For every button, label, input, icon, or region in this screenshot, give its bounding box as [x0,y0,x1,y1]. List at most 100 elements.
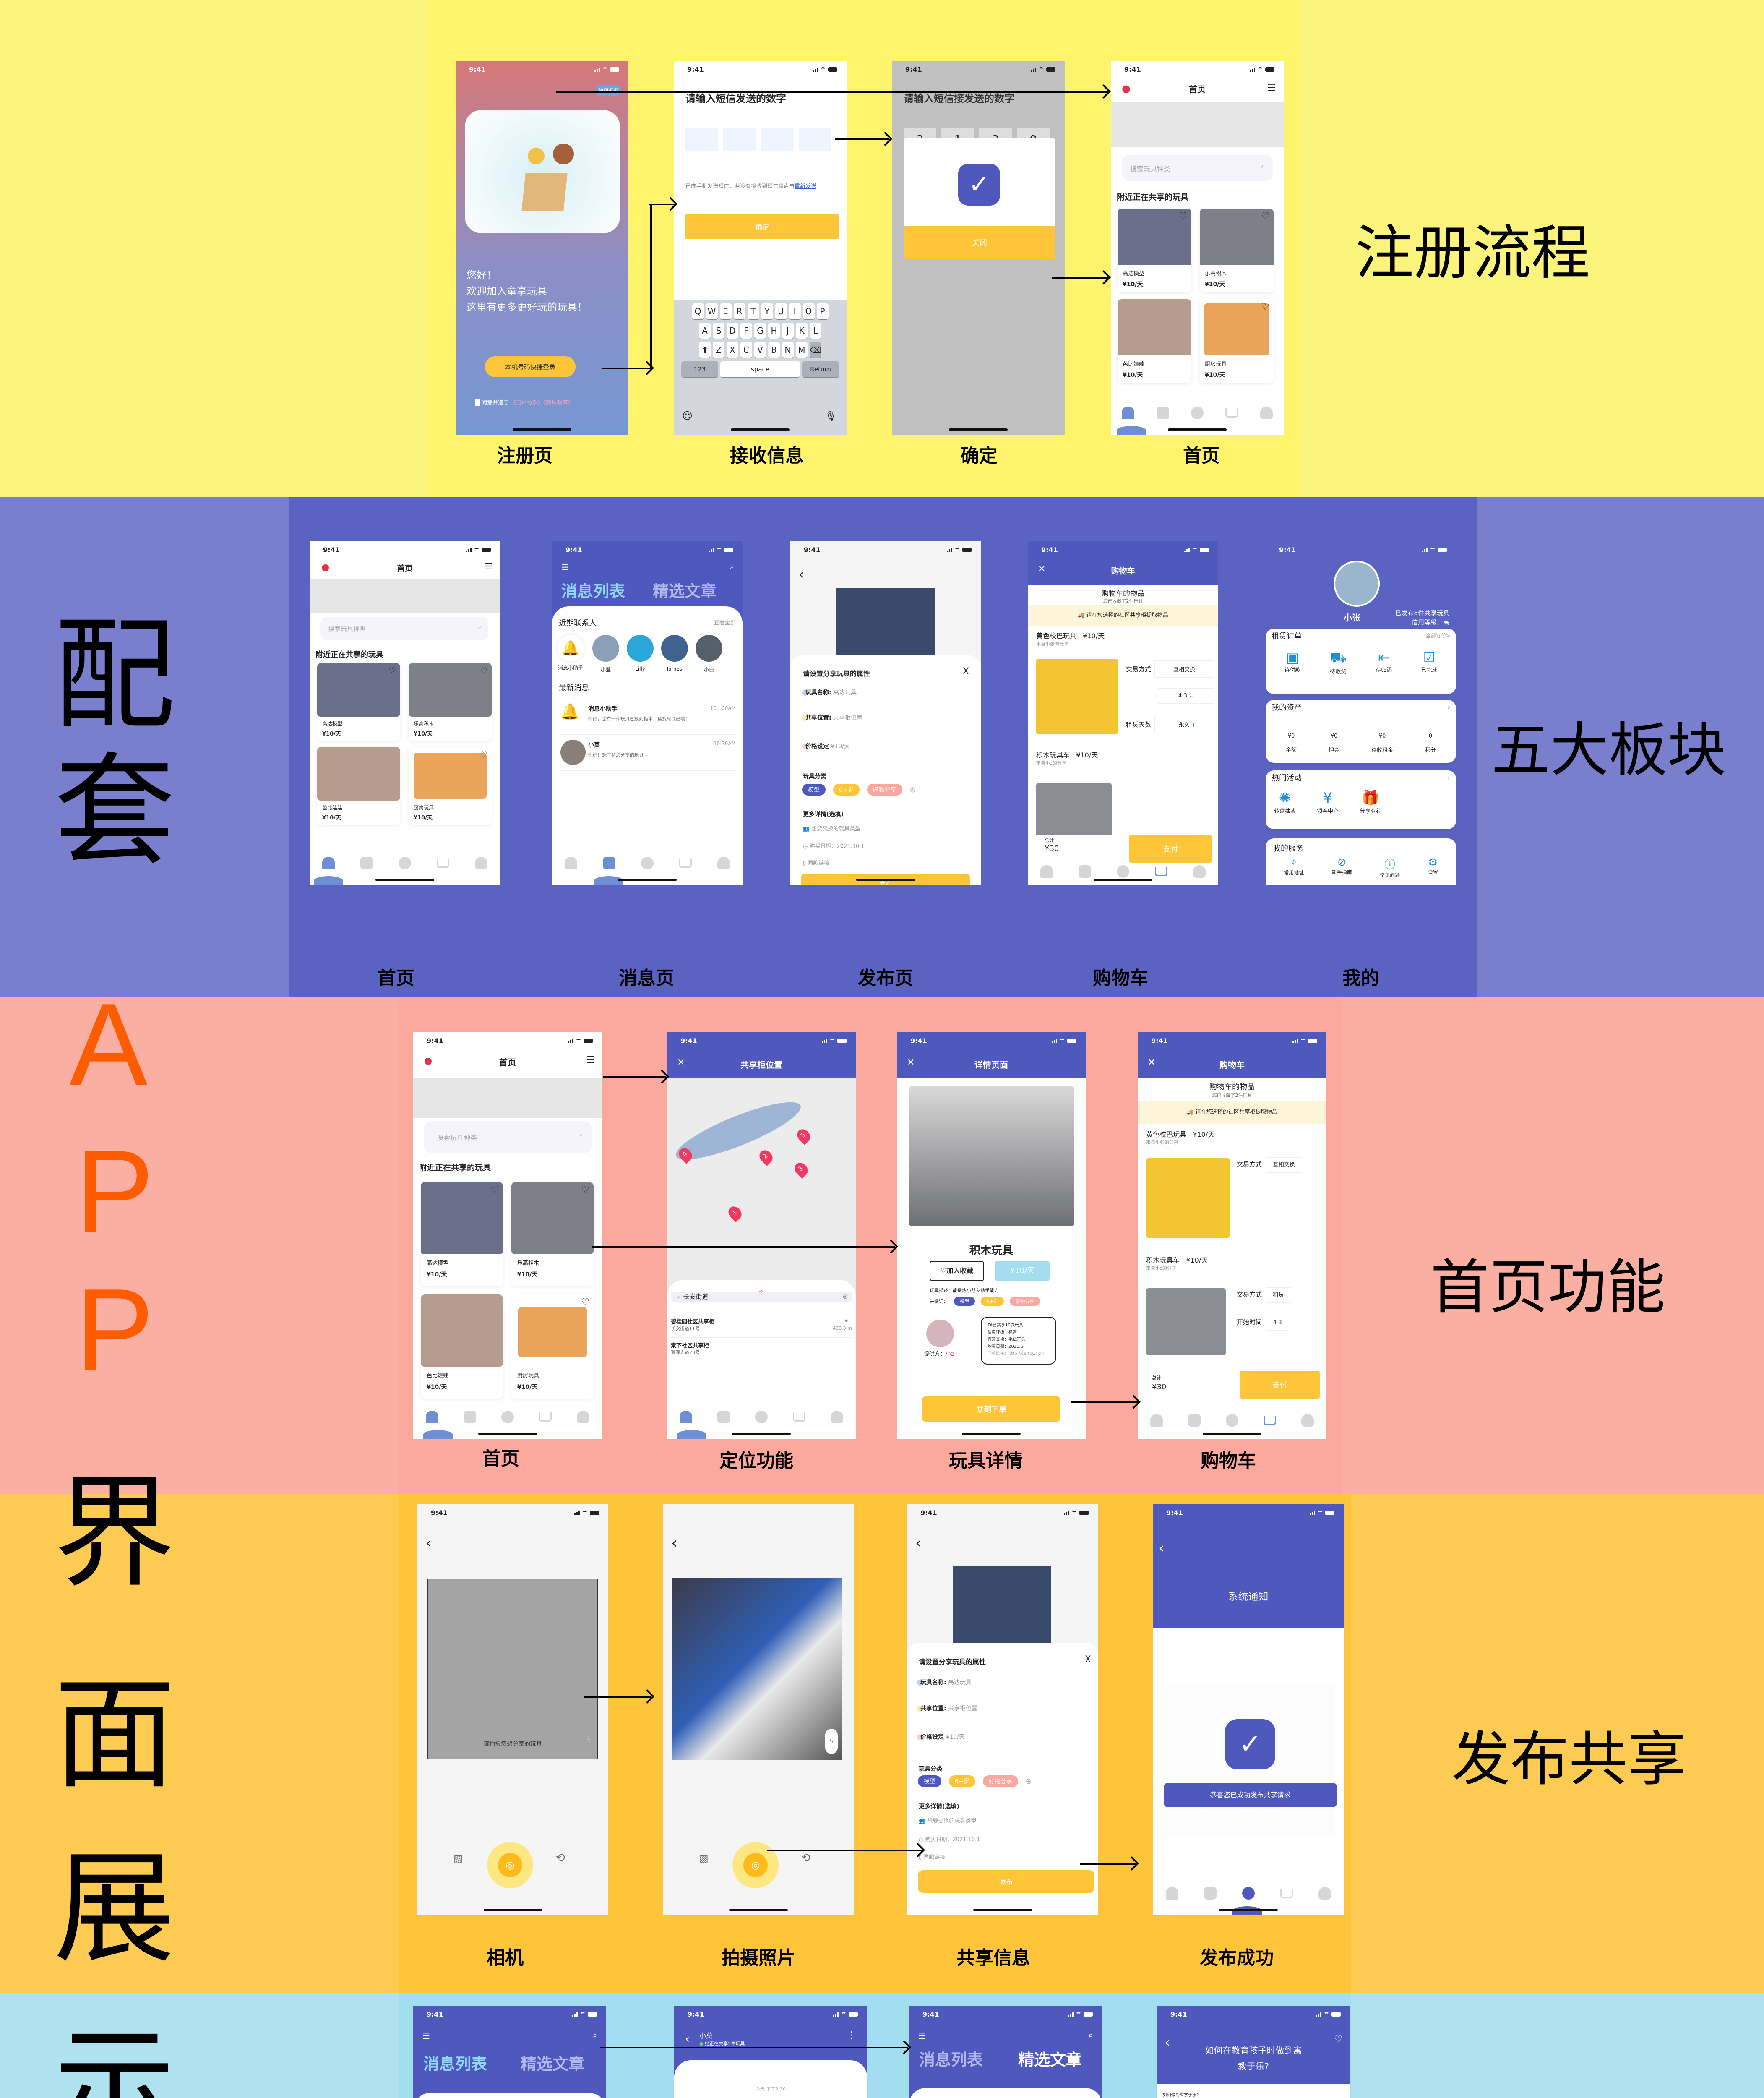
tab-me-icon[interactable] [831,1411,843,1423]
close-icon[interactable]: ✕ [1148,1057,1156,1068]
start-select[interactable]: 开始时间 4-3 [1237,1315,1289,1331]
field-location[interactable]: 共享位置: 共享柜位置 [802,713,862,722]
order-now-button[interactable]: 立刻下单 [922,1396,1060,1422]
tab-publish-icon[interactable] [501,1411,514,1423]
field-name[interactable]: 玩具名称: 高达玩具 [917,1678,972,1686]
close-icon[interactable]: ✕ [677,1057,685,1068]
key[interactable]: B [768,342,780,358]
key[interactable]: P [816,303,829,319]
return-key[interactable]: Return [802,361,839,377]
more-field[interactable]: ▯ 同款链接 [919,1854,946,1861]
menu-icon[interactable]: ☰ [484,561,492,572]
contact[interactable]: 🔔消息小助手 [555,635,586,673]
menu-icon[interactable]: ☰ [918,2031,926,2041]
key[interactable]: Y [761,303,773,319]
tab-cart-icon[interactable] [1154,867,1167,876]
map-preview[interactable] [310,579,500,613]
shift-key[interactable]: ⬆ [698,342,711,358]
toy-card[interactable]: ♡高达模型¥10/天 [421,1182,503,1286]
heart-icon[interactable]: ♡ [581,1185,589,1195]
tab-publish-icon[interactable] [1226,1414,1238,1427]
back-icon[interactable]: ‹ [671,1534,677,1552]
search-icon[interactable]: ⌕ [592,2031,597,2040]
tab-home-icon[interactable] [1165,1887,1178,1900]
map-pin[interactable]: 5 [795,1127,813,1145]
toy-card[interactable]: ♡乐高积木¥10/天 [409,663,492,741]
chevron-right-icon[interactable]: › [1447,774,1450,782]
contact[interactable]: 小蓝 [591,635,620,673]
chip-age[interactable]: 6+岁 [949,1775,975,1787]
shutter-button[interactable]: ◎ [487,1842,533,1888]
sms-confirm-button[interactable]: 确定 [685,214,839,239]
key[interactable]: W [706,303,718,319]
view-all-link[interactable]: 查看全部 [714,620,736,626]
shutter-button[interactable]: ◎ [732,1842,779,1888]
close-icon[interactable]: ✕ [1038,564,1046,574]
flip-camera-icon[interactable]: ⟲ [801,1852,810,1864]
location-icon[interactable]: ● [424,1056,433,1066]
code-digit-input[interactable] [761,128,794,151]
tab-home-icon[interactable] [322,857,335,869]
agree-checkbox[interactable] [475,399,480,406]
heart-icon[interactable]: ♡ [490,1185,499,1195]
pay-button[interactable]: 支付 [1240,1371,1320,1399]
more-icon[interactable]: ⋮ [847,2030,856,2041]
tab-cart-icon[interactable] [436,859,449,868]
resend-link[interactable]: 重新发送 [795,183,817,190]
chip-share[interactable]: 好物分享 [867,784,902,796]
more-field[interactable]: 👥 想要交换的玩具类型 [919,1818,977,1824]
trade-select[interactable]: 互相交换 [1154,660,1214,678]
flash-icon[interactable]: ϟ [586,1735,591,1745]
skip-button[interactable]: 随便逛逛 [595,85,621,96]
search-icon[interactable]: ⌕ [1088,2031,1093,2040]
add-chip-icon[interactable]: ⊕ [909,785,916,794]
key[interactable]: Q [692,303,704,319]
tab-articles[interactable]: 精选文章 [653,582,717,600]
tab-me-icon[interactable] [577,1411,589,1423]
tab-articles[interactable]: 精选文章 [1018,2051,1082,2069]
key[interactable]: C [740,342,752,358]
menu-icon[interactable]: ☰ [1267,82,1276,94]
key[interactable]: K [796,323,808,339]
provider-name[interactable]: 小z [946,1351,954,1357]
tab-publish-icon[interactable] [1242,1887,1255,1900]
key[interactable]: Z [712,342,724,358]
tab-me-icon[interactable] [1193,865,1206,878]
message-row[interactable]: 🔔 消息小助手 10：00AM 你好，您有一件玩具已放到柜中，请及时取出哦！ [559,701,736,735]
code-digit-input[interactable] [799,128,831,151]
back-icon[interactable]: ‹ [426,1534,432,1552]
event-lottery[interactable]: ✺转盘抽奖 [1274,790,1296,814]
map-preview[interactable] [413,1078,602,1118]
search-input[interactable]: 搜索玩具种类⌕ [424,1121,592,1153]
date-select[interactable]: 4-3 [1178,693,1188,699]
tab-me-icon[interactable] [1318,1887,1331,1900]
tab-message-list[interactable]: 消息列表 [423,2055,487,2073]
order-done[interactable]: ☑已完成 [1421,650,1437,675]
tab-cart-icon[interactable] [1264,1416,1276,1425]
heart-icon[interactable]: ♡ [480,665,487,676]
chip-share[interactable]: 好物分享 [1010,1297,1040,1306]
flash-icon[interactable]: ϟ [825,1729,838,1754]
map-pin[interactable]: 2 [757,1148,775,1166]
heart-icon[interactable]: ♡ [581,1297,589,1307]
chip-share[interactable]: 好物分享 [982,1775,1018,1787]
contact[interactable]: James [660,635,689,673]
chip-model[interactable]: 模型 [918,1775,941,1787]
tab-publish-icon[interactable] [398,857,411,869]
field-name[interactable]: 玩具名称: 高达玩具 [802,688,857,697]
gallery-icon[interactable]: ▨ [699,1853,709,1864]
tab-cart-icon[interactable] [1225,408,1238,418]
tab-publish-icon[interactable] [1116,865,1129,878]
agree-links[interactable]: 《用户协议》《隐私政策》 [511,400,573,406]
tab-publish-icon[interactable] [641,857,654,869]
tab-message-list[interactable]: 消息列表 [919,2051,983,2069]
favorite-button[interactable]: ♡加入收藏 [930,1261,984,1281]
tab-me-icon[interactable] [474,857,487,869]
key[interactable]: X [726,342,738,358]
user-avatar[interactable] [1334,561,1380,607]
toy-card[interactable]: 芭比娃娃¥10/天 [1118,299,1191,383]
space-key[interactable]: space [720,361,800,377]
info-link[interactable]: 同款链接：http://cartoy.com [988,1352,1045,1356]
